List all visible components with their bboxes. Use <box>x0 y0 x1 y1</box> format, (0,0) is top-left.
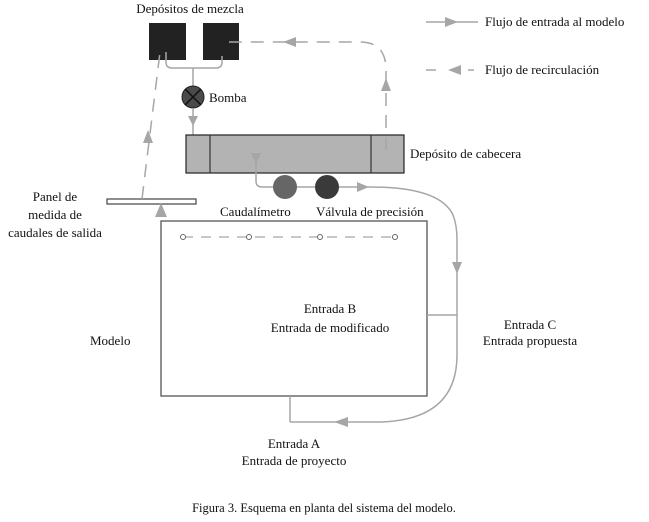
measurement-point <box>317 234 323 240</box>
measurement-point <box>180 234 186 240</box>
entry-b-sublabel: Entrada de modificado <box>271 320 389 335</box>
pump-cross-b <box>184 88 202 106</box>
entry-c-label: Entrada C <box>504 317 556 332</box>
head-tank-label: Depósito de cabecera <box>410 146 521 161</box>
recirculation-left <box>141 51 161 200</box>
panel-label-3: caudales de salida <box>8 225 102 240</box>
measurement-point <box>392 234 398 240</box>
flowmeter-label: Caudalímetro <box>220 204 291 219</box>
outlet-panel <box>106 198 197 205</box>
entry-c-sublabel: Entrada propuesta <box>483 333 577 348</box>
precision-valve-icon <box>315 175 339 199</box>
supply-down-arrow <box>452 262 462 274</box>
recirculation-up-arrow <box>381 78 391 91</box>
legend-inflow-arrow <box>445 17 458 27</box>
supply-pipe <box>255 155 458 272</box>
mixing-tanks-label: Depósitos de mezcla <box>136 1 244 16</box>
valve-flow-arrow <box>357 182 369 192</box>
tank-outlet-pipe <box>165 52 223 69</box>
model-label: Modelo <box>90 333 130 348</box>
pump-label: Bomba <box>209 90 247 105</box>
legend-recirc-arrow <box>448 65 461 75</box>
panel-label-1: Panel de <box>33 189 78 204</box>
precision-valve-label: Válvula de precisión <box>316 204 424 219</box>
entry-a-arrow <box>334 417 348 427</box>
measurement-point <box>246 234 252 240</box>
panel-label-2: medida de <box>28 207 82 222</box>
legend-inflow-label: Flujo de entrada al modelo <box>485 14 624 29</box>
recirculation-left-arrow <box>143 130 153 143</box>
pump-flow-arrow <box>188 116 198 126</box>
entry-b-label: Entrada B <box>304 301 357 316</box>
figure-caption: Figura 3. Esquema en planta del sistema … <box>192 501 456 515</box>
model-basin <box>160 220 428 397</box>
entry-a-label: Entrada A <box>268 436 321 451</box>
flowmeter-icon <box>273 175 297 199</box>
legend-recirc-label: Flujo de recirculación <box>485 62 600 77</box>
head-tank <box>185 134 405 174</box>
entry-a-sublabel: Entrada de proyecto <box>242 453 347 468</box>
head-outlet-arrow <box>251 153 261 164</box>
panel-inflow-arrow <box>155 203 167 217</box>
recirculation-right <box>229 41 387 150</box>
entry-c-pipe <box>290 272 458 423</box>
mixing-tank-left <box>149 23 186 60</box>
recirculation-left-pointing-arrow <box>283 37 296 47</box>
